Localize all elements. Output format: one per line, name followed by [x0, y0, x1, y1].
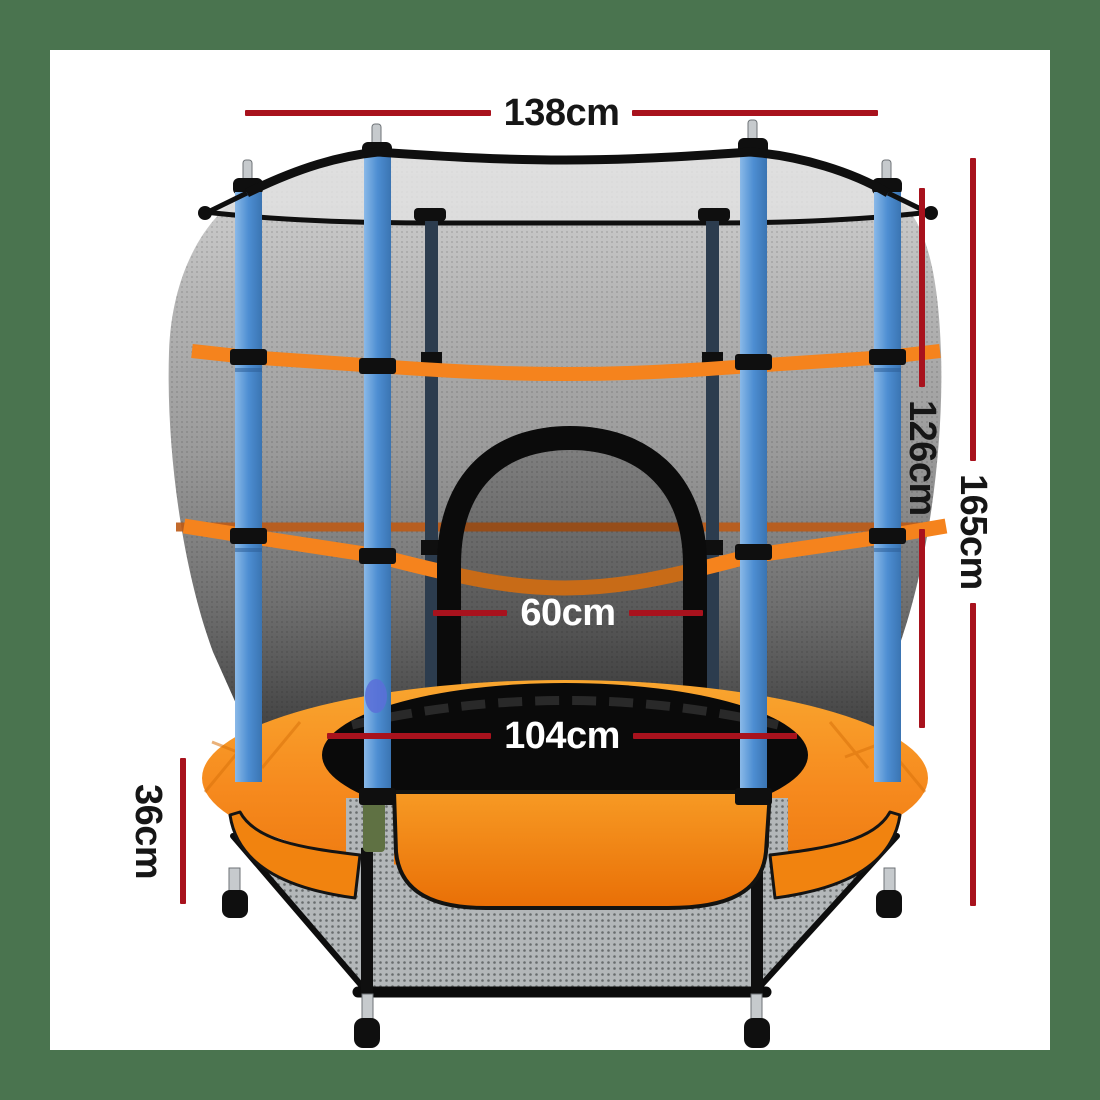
dimension-line: [628, 610, 704, 616]
dimension-top-width: 138cm: [245, 88, 879, 138]
total-height-label: 165cm: [952, 474, 994, 590]
mat-diameter-label: 104cm: [504, 715, 620, 757]
dimension-line: [919, 528, 925, 729]
base-height-label: 36cm: [127, 784, 169, 880]
dimension-line: [327, 733, 492, 739]
dimension-mat-diameter: 104cm: [327, 711, 798, 761]
net-height-label: 126cm: [901, 400, 943, 516]
pad-front-flap: [392, 790, 772, 910]
dimension-line: [180, 758, 186, 904]
blue-reflection: [365, 679, 387, 713]
dimension-line: [433, 610, 508, 616]
enclosure-poles: [230, 119, 906, 805]
door-width-label: 60cm: [520, 592, 616, 634]
dimension-line: [919, 188, 925, 388]
trampoline-legs: [222, 867, 902, 1048]
dimension-total-height: 165cm: [948, 158, 998, 907]
door-arch: [437, 425, 707, 714]
dimension-line: [245, 110, 491, 116]
dimension-line: [970, 602, 976, 907]
top-width-label: 138cm: [503, 92, 620, 134]
attachment-strap: [363, 802, 385, 852]
dimension-base-height: 36cm: [120, 770, 176, 894]
dimension-line: [632, 733, 798, 739]
dimension-line: [632, 110, 879, 116]
dimension-net-height: 126cm: [897, 188, 947, 729]
dimension-door-width: 60cm: [433, 588, 704, 638]
dimension-line: [970, 158, 976, 462]
